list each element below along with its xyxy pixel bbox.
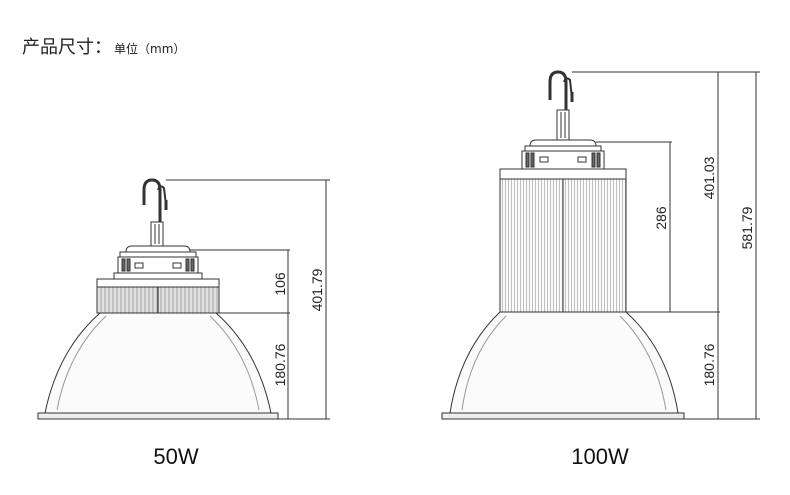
dim-100w-top: 286 — [653, 206, 669, 230]
title-text: 产品尺寸： — [22, 37, 112, 58]
model-50w-label: 50W — [153, 444, 198, 469]
lamp-50w — [37, 178, 279, 420]
page-title: 产品尺寸：单位（mm） — [22, 33, 185, 59]
dim-100w-total: 581.79 — [739, 206, 755, 249]
dim-50w-top: 106 — [272, 272, 288, 296]
dim-100w-reflector: 180.76 — [701, 343, 717, 386]
unit-label: 单位（mm） — [114, 42, 186, 56]
dim-50w-reflector: 180.76 — [272, 343, 288, 386]
dim-100w-body: 401.03 — [701, 156, 717, 199]
model-100w-label: 100W — [571, 444, 629, 469]
dims-50w — [166, 179, 330, 420]
dim-50w-total: 401.79 — [309, 268, 325, 311]
lamp-100w — [441, 70, 685, 420]
dims-100w — [572, 71, 760, 420]
